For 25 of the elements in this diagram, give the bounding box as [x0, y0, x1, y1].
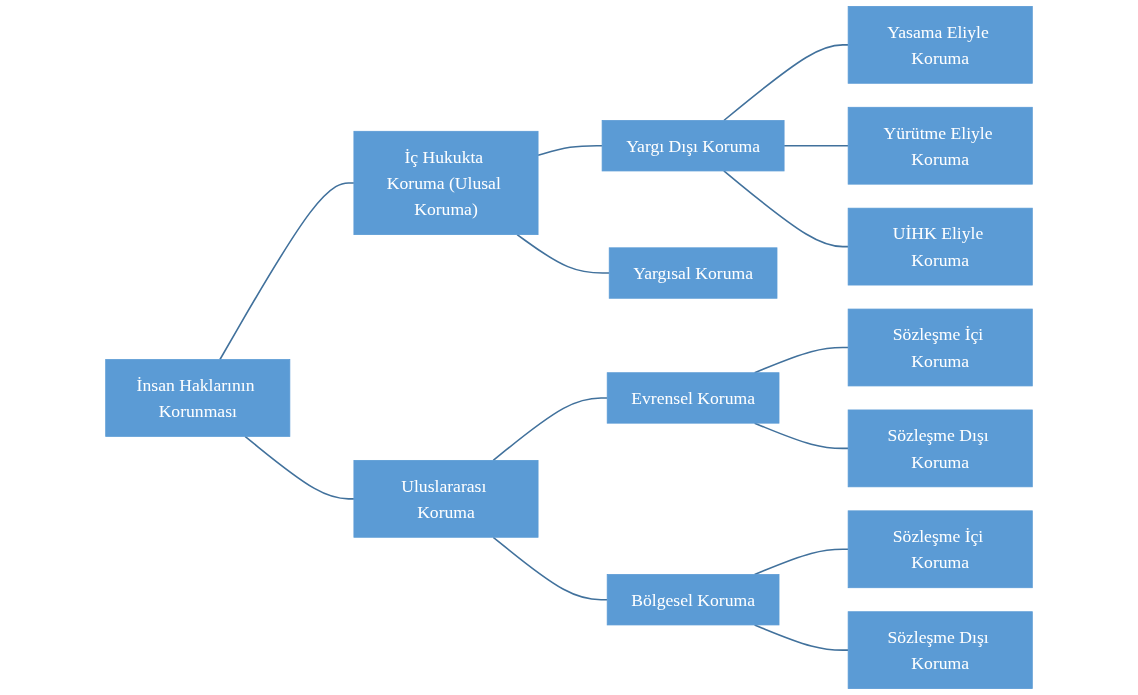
connector: [537, 144, 603, 157]
node-box: İnsan Haklarının Korunması: [105, 359, 291, 437]
node-box: Sözleşme İçi Koruma: [847, 510, 1033, 589]
node-box: Evrensel Koruma: [606, 372, 780, 424]
connector: [753, 624, 849, 651]
connector: [492, 397, 608, 462]
node-box: Bölgesel Koruma: [606, 574, 780, 626]
node-box: UİHK Eliyle Koruma: [847, 207, 1033, 286]
node-box: İç Hukukta Koruma (Ulusal Koruma): [353, 130, 539, 235]
node-box: Sözleşme Dışı Koruma: [847, 409, 1033, 488]
node-box: Uluslararası Koruma: [353, 460, 539, 538]
node-box: Yargı Dışı Koruma: [601, 120, 785, 172]
node-box: Sözleşme İçi Koruma: [847, 308, 1033, 387]
connector: [783, 144, 849, 147]
node-box: Yasama Eliyle Koruma: [847, 6, 1033, 84]
node-box: Yargısal Koruma: [608, 247, 778, 299]
connector: [219, 182, 355, 361]
connector: [723, 170, 849, 248]
connector: [516, 233, 610, 274]
connector: [492, 536, 608, 601]
connector: [244, 435, 355, 500]
node-box: Yürütme Eliyle Koruma: [847, 106, 1033, 185]
connector: [753, 548, 849, 576]
node-box: Sözleşme Dışı Koruma: [847, 611, 1033, 689]
connector: [723, 44, 849, 122]
